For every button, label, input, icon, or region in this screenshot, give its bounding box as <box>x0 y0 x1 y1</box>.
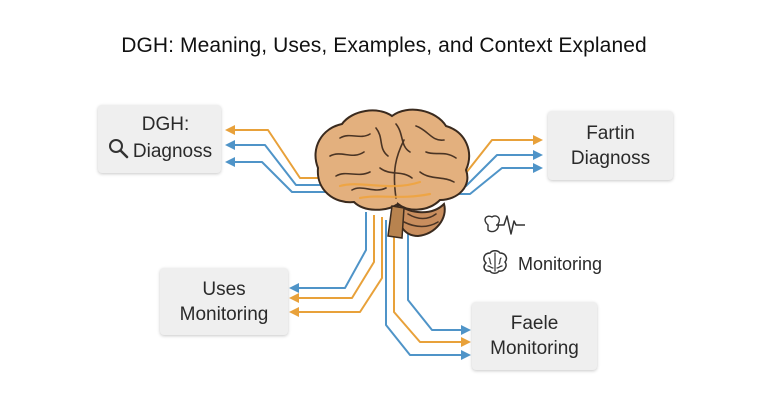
legend-pulse <box>480 212 526 243</box>
page-title: DGH: Meaning, Uses, Examples, and Contex… <box>121 34 647 57</box>
arrows-bottom-left <box>289 212 383 317</box>
node-fartin-diagnoss-line2: Diagnoss <box>570 147 651 169</box>
node-fartin-diagnoss: Fartin Diagnoss <box>548 111 673 180</box>
node-faele-monitoring-line2: Monitoring <box>490 338 579 359</box>
legend-monitoring-label: Monitoring <box>518 254 603 274</box>
arrow-blue-bottom-left-1 <box>289 212 367 293</box>
node-uses-monitoring: Uses Monitoring <box>160 268 288 335</box>
magnifier-icon <box>107 137 129 166</box>
arrow-orange-bottom-right-1 <box>393 216 471 347</box>
brain-folds <box>329 123 457 228</box>
brain-icon <box>314 108 471 239</box>
node-uses-monitoring-line1: Uses <box>202 278 246 300</box>
brain-outline-icon <box>480 249 510 280</box>
legend-monitoring: Monitoring <box>480 249 602 280</box>
node-dgh-diagnoss-line1: DGH: <box>141 114 190 135</box>
node-dgh-diagnoss-line2: Diagnoss <box>132 141 213 162</box>
arrow-orange-bottom-left-1 <box>289 215 375 303</box>
arrow-orange-bottom-left-2 <box>289 217 383 317</box>
arrow-blue-bottom-right-2 <box>385 220 471 360</box>
node-uses-monitoring-line2: Monitoring <box>179 303 269 325</box>
node-faele-monitoring-line1: Faele <box>510 313 559 334</box>
node-dgh-diagnoss: DGH: Diagnoss <box>98 105 221 173</box>
brain-stem <box>387 205 405 239</box>
heartbeat-pulse-icon <box>480 212 526 243</box>
brain-highlights <box>338 180 432 200</box>
node-fartin-diagnoss-line1: Fartin <box>586 122 635 144</box>
arrow-blue-bottom-right-1 <box>407 212 471 335</box>
node-faele-monitoring: Faele Monitoring <box>472 302 597 370</box>
brain-cerebrum <box>314 108 471 211</box>
arrows-bottom-right <box>385 212 471 360</box>
